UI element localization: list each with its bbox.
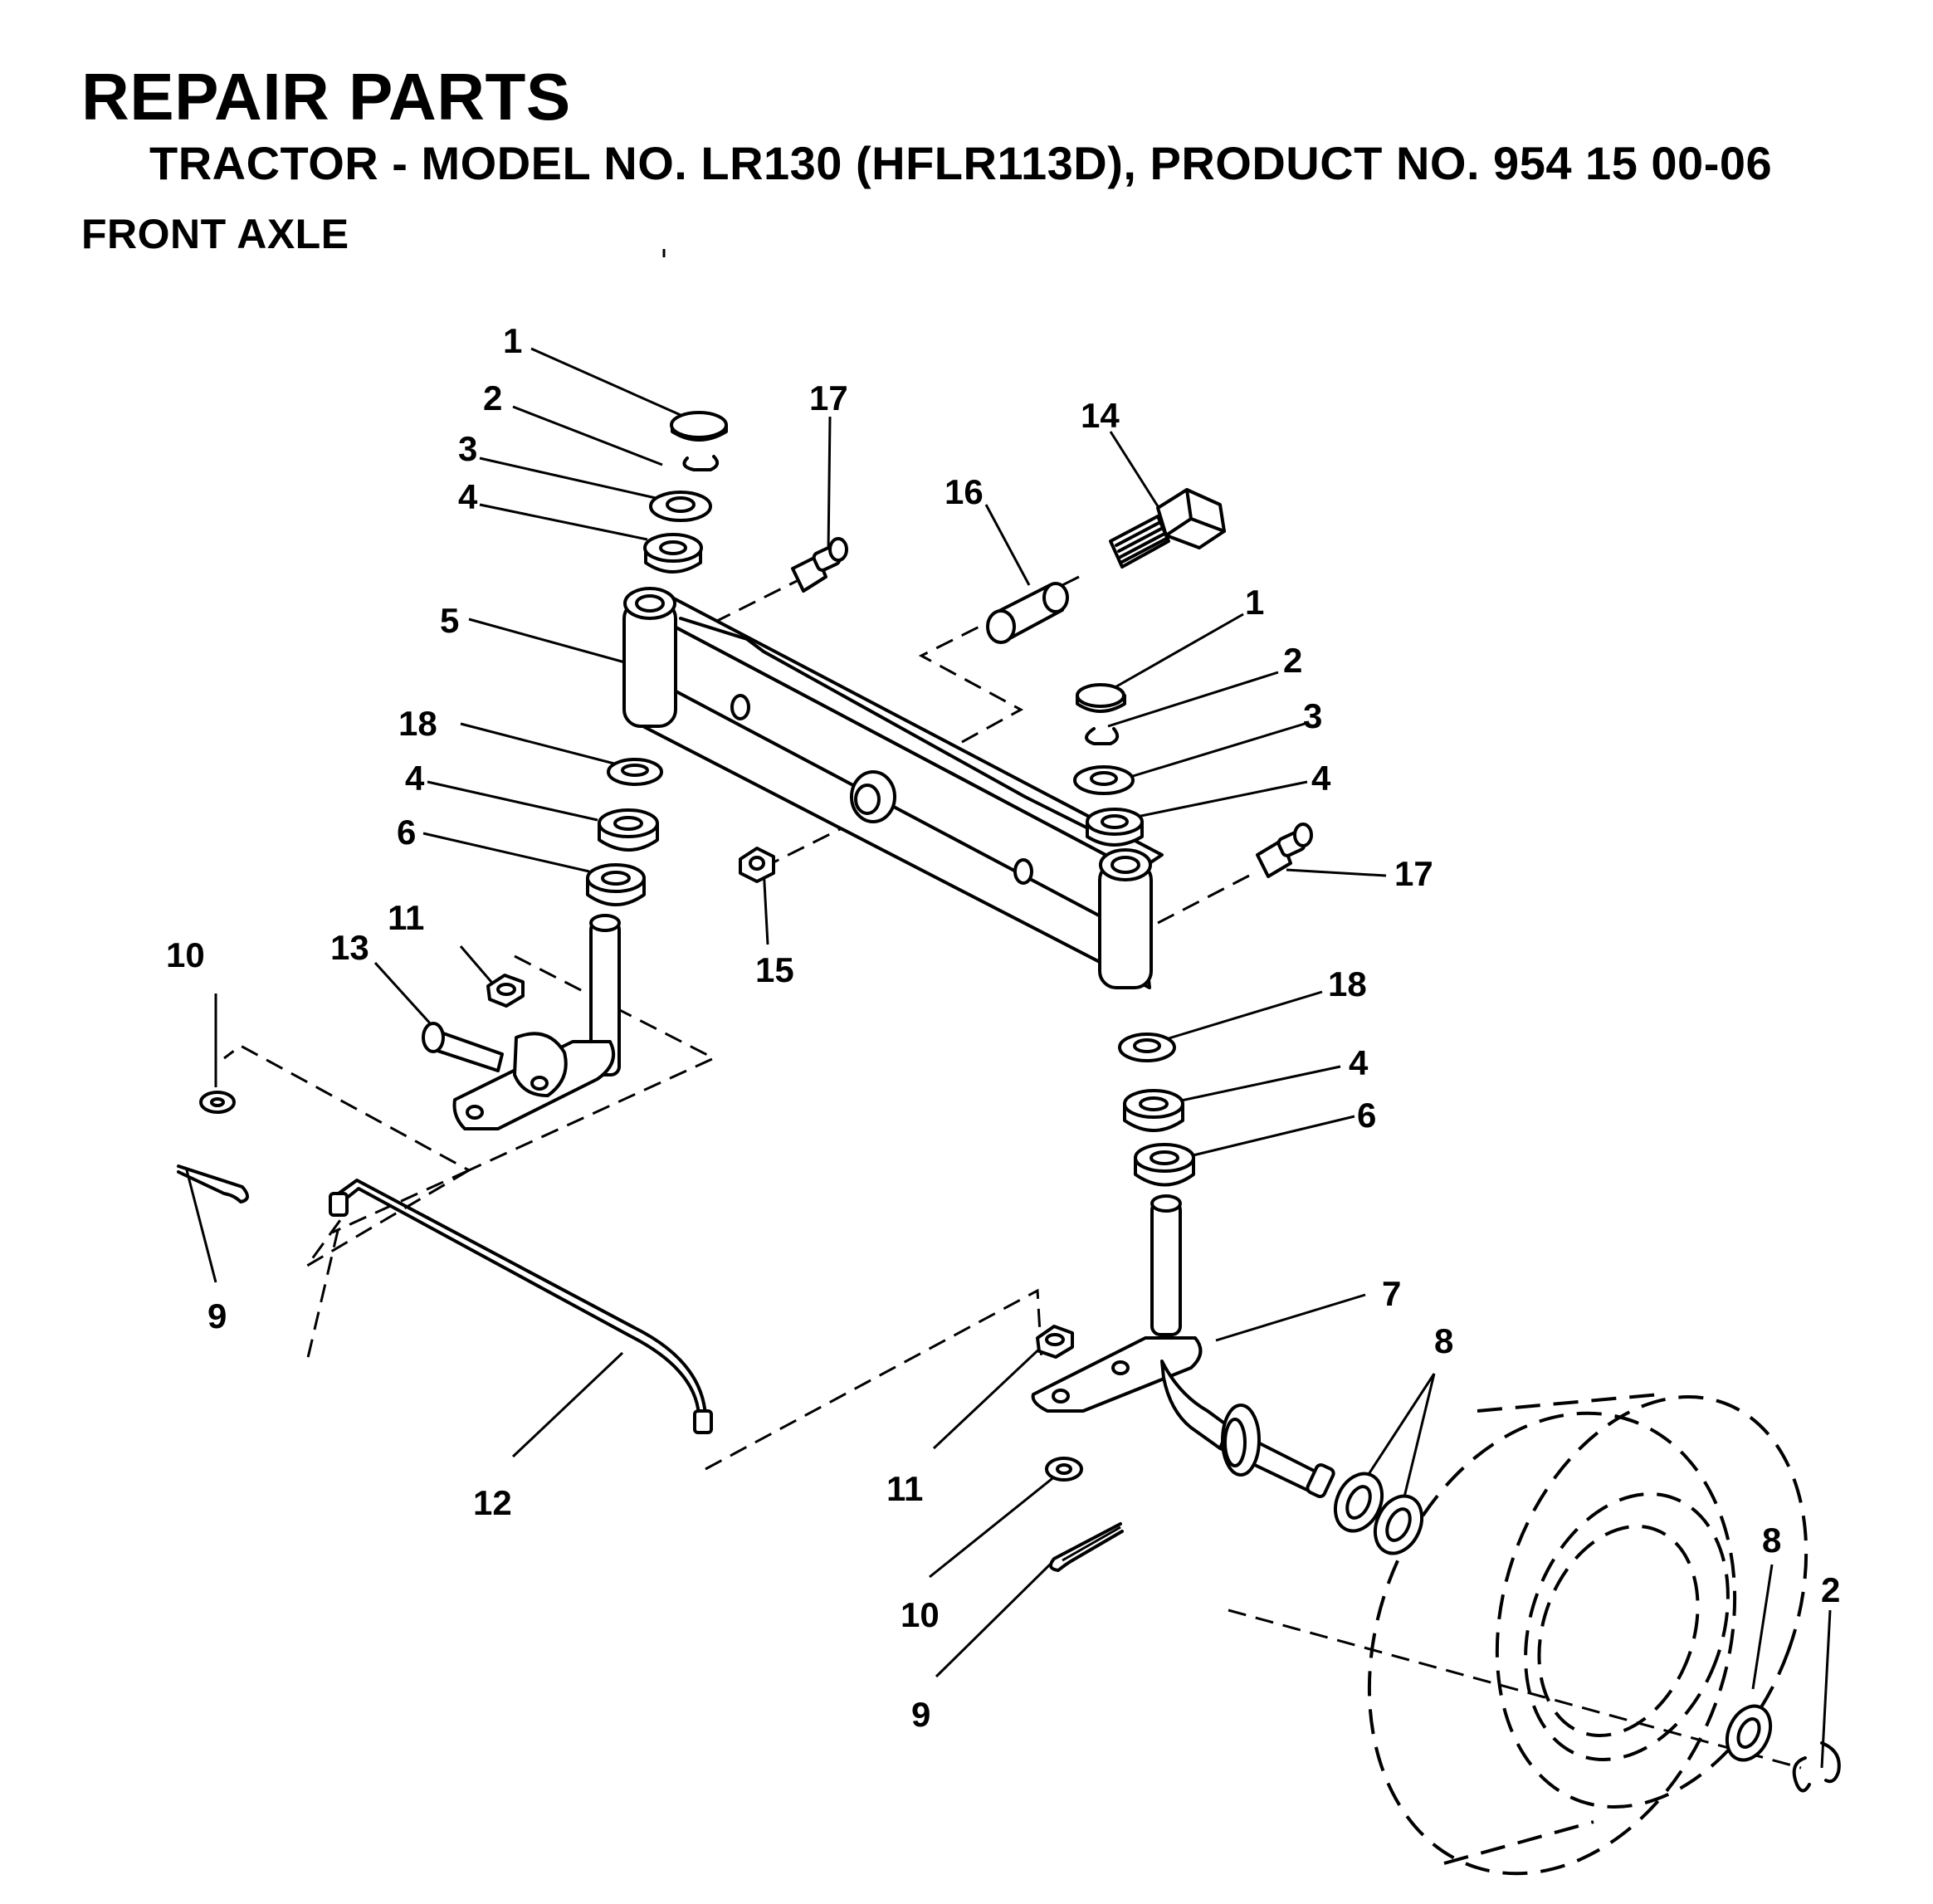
- right-upper-hardware: [1073, 683, 1144, 847]
- leader-lines: [185, 347, 1832, 1769]
- callout-2: 2: [1821, 1570, 1840, 1609]
- callout-13: 13: [330, 928, 369, 967]
- page-title: REPAIR PARTS: [81, 60, 571, 134]
- left-lower-washers: [586, 758, 663, 906]
- drag-link: [329, 1179, 713, 1434]
- right-lower-washers: [1118, 1033, 1195, 1187]
- wheel-hardware: [1333, 1472, 1841, 1793]
- callout-3: 3: [458, 429, 477, 468]
- callout-6: 6: [1357, 1096, 1376, 1135]
- pivot-nut: [739, 847, 775, 883]
- left-cotter-hardware: [177, 1091, 249, 1203]
- callout-11: 11: [886, 1469, 923, 1508]
- callout-15: 15: [755, 950, 794, 989]
- callout-18: 18: [398, 704, 437, 743]
- right-cotter-hardware: [1045, 1457, 1124, 1572]
- callout-11: 11: [388, 898, 424, 937]
- callout-8: 8: [1762, 1521, 1781, 1560]
- callout-7: 7: [1382, 1274, 1401, 1313]
- callout-labels: 1 2 3 4 5 18 4 6 17 16 14 1 2 3 4 17 15 …: [166, 321, 1840, 1734]
- callout-17: 17: [1394, 854, 1433, 893]
- pivot-spacer: [986, 582, 1069, 644]
- callout-9: 9: [911, 1695, 930, 1734]
- callout-5: 5: [440, 601, 459, 640]
- callout-6: 6: [397, 813, 416, 852]
- callout-4: 4: [1349, 1043, 1369, 1082]
- callout-9: 9: [207, 1296, 227, 1335]
- left-spindle: [422, 914, 621, 1130]
- page-subtitle: TRACTOR - MODEL NO. LR130 (HFLR113D), PR…: [149, 137, 1773, 189]
- section-title: FRONT AXLE: [81, 211, 349, 257]
- callout-10: 10: [166, 935, 205, 974]
- callout-1: 1: [503, 321, 522, 360]
- grease-fittings: [791, 537, 1313, 878]
- callout-10: 10: [901, 1595, 940, 1634]
- callout-4: 4: [458, 477, 478, 516]
- tire-wheel: [1367, 1393, 1809, 1876]
- callout-14: 14: [1081, 396, 1120, 435]
- callout-2: 2: [483, 378, 502, 417]
- pivot-bolt: [1109, 488, 1226, 569]
- callout-1: 1: [1245, 583, 1264, 622]
- callout-2: 2: [1283, 641, 1302, 680]
- left-upper-hardware: [643, 411, 728, 574]
- callout-8: 8: [1434, 1321, 1453, 1360]
- callout-18: 18: [1328, 964, 1367, 1003]
- callout-4: 4: [1311, 759, 1331, 798]
- callout-3: 3: [1303, 696, 1322, 735]
- right-spindle: [1031, 1194, 1335, 1498]
- callout-17: 17: [809, 378, 848, 417]
- callout-4: 4: [405, 759, 425, 798]
- callout-12: 12: [473, 1483, 512, 1522]
- axle-beam: [622, 587, 1164, 989]
- callout-16: 16: [945, 472, 984, 511]
